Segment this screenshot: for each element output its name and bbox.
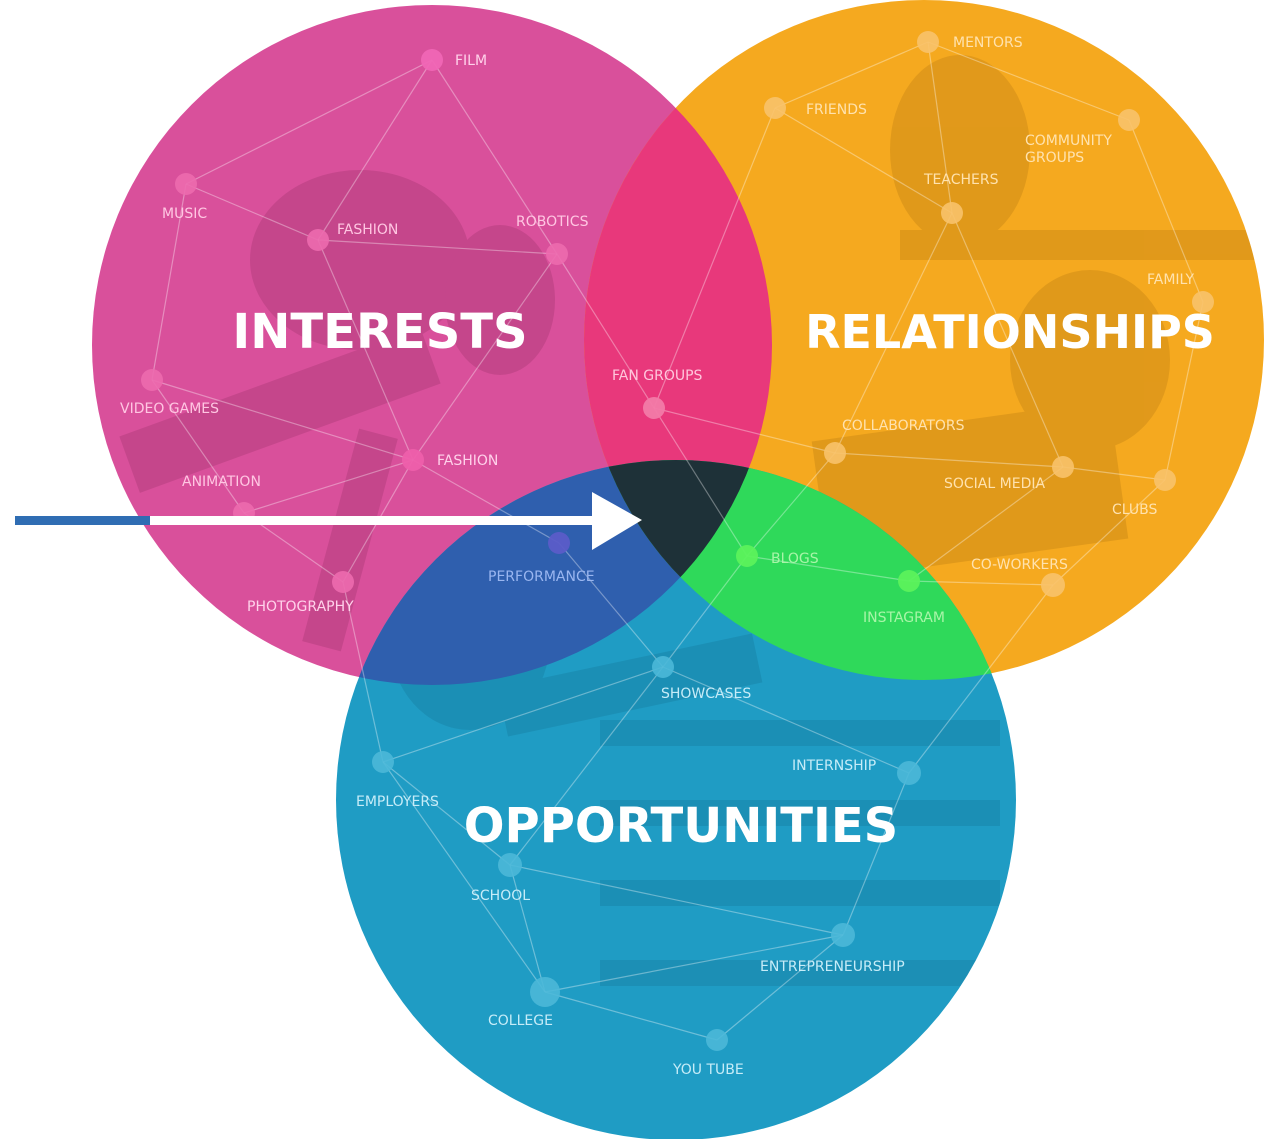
clubs-node — [1154, 469, 1176, 491]
you-tube-label: YOU TUBE — [672, 1062, 744, 1078]
collaborators-node — [824, 442, 846, 464]
collaborators-label: COLLABORATORS — [842, 418, 965, 434]
music-node — [175, 173, 197, 195]
friends-label: FRIENDS — [806, 102, 867, 118]
community-groups-label-line2: GROUPS — [1025, 150, 1084, 166]
instagram-label: INSTAGRAM — [863, 610, 945, 626]
film-node — [421, 49, 443, 71]
interests-title: INTERESTS — [232, 304, 527, 360]
community-groups-label-line1: COMMUNITY — [1025, 133, 1112, 149]
entrepreneurship-label: ENTREPRENEURSHIP — [760, 959, 905, 975]
relationships-photo-texture — [811, 55, 1260, 581]
fashion-mid-label: FASHION — [437, 453, 498, 469]
video-games-label: VIDEO GAMES — [120, 401, 219, 417]
arrow — [15, 492, 642, 550]
internship-node — [897, 761, 921, 785]
family-node — [1192, 291, 1214, 313]
video-games-node — [141, 369, 163, 391]
school-label: SCHOOL — [471, 888, 530, 904]
robotics-label: ROBOTICS — [516, 214, 589, 230]
relationships-title: RELATIONSHIPS — [805, 305, 1215, 359]
opportunities-title: OPPORTUNITIES — [464, 798, 898, 854]
fan-groups-node — [643, 397, 665, 419]
mentors-label: MENTORS — [953, 35, 1023, 51]
overlap-relationships-opportunities — [584, 460, 1016, 680]
performance-label: PERFORMANCE — [488, 569, 595, 585]
teachers-label: TEACHERS — [923, 172, 999, 188]
animation-label: ANIMATION — [182, 474, 261, 490]
school-node — [498, 853, 522, 877]
blogs-node — [736, 545, 758, 567]
fashion-top-node — [307, 229, 329, 251]
photography-node — [332, 571, 354, 593]
arrow-shaft — [150, 516, 595, 525]
college-node — [530, 977, 560, 1007]
fashion-top-label: FASHION — [337, 222, 398, 238]
college-label: COLLEGE — [488, 1013, 553, 1029]
mentors-node — [917, 31, 939, 53]
film-label: FILM — [455, 53, 487, 69]
showcases-label: SHOWCASES — [661, 686, 751, 702]
teachers-node — [941, 202, 963, 224]
interests-photo-texture — [119, 170, 555, 652]
network-lines — [151, 41, 1204, 1041]
overlap-interests-opportunities — [336, 460, 772, 685]
instagram-node — [898, 570, 920, 592]
social-media-label: SOCIAL MEDIA — [944, 476, 1045, 492]
you-tube-node — [706, 1029, 728, 1051]
entrepreneurship-node — [831, 923, 855, 947]
music-label: MUSIC — [162, 206, 207, 222]
showcases-node — [652, 656, 674, 678]
co-workers-label: CO-WORKERS — [971, 557, 1068, 573]
robotics-node — [546, 243, 568, 265]
arrow-tail — [15, 516, 155, 525]
employers-node — [372, 751, 394, 773]
photography-label: PHOTOGRAPHY — [247, 599, 354, 615]
family-label: FAMILY — [1147, 272, 1194, 288]
fashion-mid-node — [402, 449, 424, 471]
clubs-label: CLUBS — [1112, 502, 1157, 518]
co-workers-node — [1041, 573, 1065, 597]
friends-node — [764, 97, 786, 119]
social-media-node — [1052, 456, 1074, 478]
community-groups-node — [1118, 109, 1140, 131]
performance-node — [548, 532, 570, 554]
blogs-label: BLOGS — [771, 551, 819, 567]
employers-label: EMPLOYERS — [356, 794, 439, 810]
arrow-head — [592, 492, 642, 550]
internship-label: INTERNSHIP — [792, 758, 876, 774]
fan-groups-label: FAN GROUPS — [612, 368, 703, 384]
